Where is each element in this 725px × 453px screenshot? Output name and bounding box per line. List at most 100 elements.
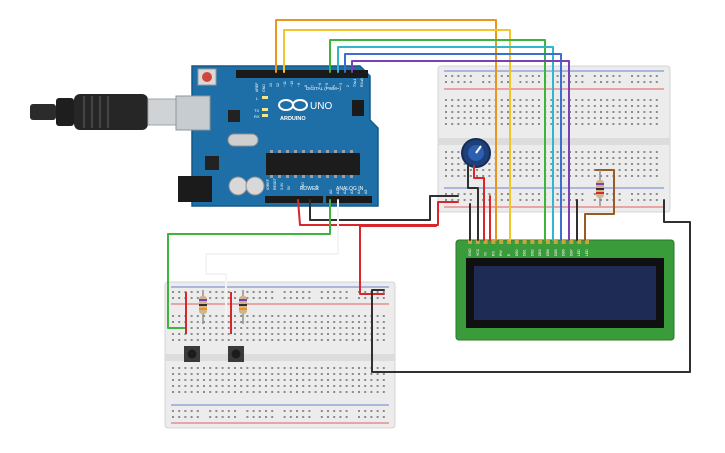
- breadboard-hole[interactable]: [289, 391, 292, 393]
- breadboard-hole[interactable]: [562, 157, 565, 159]
- breadboard-hole[interactable]: [227, 321, 230, 323]
- breadboard-hole[interactable]: [327, 416, 329, 418]
- breadboard-hole[interactable]: [643, 99, 646, 101]
- breadboard-hole[interactable]: [209, 339, 212, 341]
- breadboard-hole[interactable]: [265, 391, 267, 393]
- lcd-pin[interactable]: [468, 240, 472, 244]
- breadboard-hole[interactable]: [507, 75, 509, 77]
- breadboard-hole[interactable]: [320, 385, 323, 387]
- breadboard-hole[interactable]: [296, 410, 298, 412]
- breadboard-hole[interactable]: [376, 297, 379, 299]
- breadboard-hole[interactable]: [277, 327, 280, 329]
- breadboard-hole[interactable]: [277, 373, 280, 375]
- breadboard-hole[interactable]: [507, 105, 509, 107]
- lcd-pin[interactable]: [546, 240, 550, 244]
- breadboard-hole[interactable]: [283, 416, 286, 418]
- breadboard-hole[interactable]: [289, 367, 292, 369]
- breadboard-hole[interactable]: [655, 199, 658, 201]
- breadboard-hole[interactable]: [345, 367, 348, 369]
- breadboard-hole[interactable]: [488, 81, 491, 83]
- breadboard-hole[interactable]: [445, 81, 447, 83]
- breadboard-hole[interactable]: [240, 385, 243, 387]
- breadboard-hole[interactable]: [587, 111, 590, 113]
- breadboard-hole[interactable]: [333, 297, 336, 299]
- breadboard-hole[interactable]: [240, 391, 243, 393]
- breadboard-hole[interactable]: [296, 297, 298, 299]
- breadboard-hole[interactable]: [606, 175, 609, 177]
- breadboard-hole[interactable]: [556, 199, 559, 201]
- breadboard-hole[interactable]: [525, 175, 528, 177]
- breadboard-hole[interactable]: [184, 379, 187, 381]
- breadboard-hole[interactable]: [308, 410, 311, 412]
- breadboard-hole[interactable]: [600, 111, 602, 113]
- breadboard-hole[interactable]: [320, 379, 323, 381]
- breadboard-hole[interactable]: [575, 157, 578, 159]
- breadboard-hole[interactable]: [581, 199, 584, 201]
- breadboard-hole[interactable]: [271, 367, 274, 369]
- breadboard-hole[interactable]: [525, 169, 528, 171]
- breadboard-hole[interactable]: [333, 333, 336, 335]
- breadboard-hole[interactable]: [172, 315, 174, 317]
- breadboard-hole[interactable]: [457, 111, 460, 113]
- breadboard-hole[interactable]: [550, 117, 553, 119]
- breadboard-hole[interactable]: [463, 193, 466, 195]
- breadboard-hole[interactable]: [581, 75, 584, 77]
- breadboard-hole[interactable]: [345, 291, 348, 293]
- breadboard-hole[interactable]: [631, 117, 633, 119]
- breadboard-hole[interactable]: [587, 105, 590, 107]
- breadboard-hole[interactable]: [649, 193, 652, 195]
- breadboard-hole[interactable]: [215, 327, 218, 329]
- breadboard-hole[interactable]: [190, 367, 193, 369]
- breadboard-hole[interactable]: [308, 373, 311, 375]
- breadboard-hole[interactable]: [500, 75, 503, 77]
- breadboard-hole[interactable]: [240, 373, 243, 375]
- breadboard-hole[interactable]: [234, 327, 236, 329]
- breadboard-hole[interactable]: [612, 81, 615, 83]
- lcd-pin[interactable]: [491, 240, 496, 244]
- breadboard-hole[interactable]: [258, 373, 261, 375]
- breadboard-hole[interactable]: [240, 367, 243, 369]
- breadboard-hole[interactable]: [265, 379, 267, 381]
- breadboard-hole[interactable]: [587, 151, 590, 153]
- breadboard-hole[interactable]: [227, 333, 230, 335]
- breadboard-hole[interactable]: [482, 81, 485, 83]
- breadboard-hole[interactable]: [593, 123, 596, 125]
- breadboard-hole[interactable]: [252, 321, 255, 323]
- breadboard-hole[interactable]: [469, 105, 472, 107]
- breadboard-hole[interactable]: [302, 333, 305, 335]
- breadboard-hole[interactable]: [618, 111, 621, 113]
- breadboard-hole[interactable]: [538, 105, 540, 107]
- breadboard-hole[interactable]: [339, 327, 342, 329]
- breadboard-hole[interactable]: [364, 379, 367, 381]
- breadboard-hole[interactable]: [631, 169, 633, 171]
- breadboard-hole[interactable]: [271, 379, 274, 381]
- breadboard-hole[interactable]: [606, 105, 609, 107]
- breadboard-hole[interactable]: [283, 339, 286, 341]
- breadboard-hole[interactable]: [606, 99, 609, 101]
- breadboard-hole[interactable]: [507, 157, 509, 159]
- breadboard-hole[interactable]: [327, 333, 329, 335]
- breadboard-hole[interactable]: [196, 327, 199, 329]
- breadboard-hole[interactable]: [320, 339, 323, 341]
- breadboard-hole[interactable]: [172, 416, 174, 418]
- breadboard-hole[interactable]: [575, 193, 578, 195]
- breadboard-hole[interactable]: [637, 157, 640, 159]
- breadboard-hole[interactable]: [364, 315, 367, 317]
- breadboard-hole[interactable]: [364, 339, 367, 341]
- breadboard-hole[interactable]: [234, 410, 236, 412]
- breadboard-hole[interactable]: [631, 123, 633, 125]
- breadboard-hole[interactable]: [593, 99, 596, 101]
- breadboard-hole[interactable]: [463, 163, 466, 165]
- breadboard-hole[interactable]: [451, 193, 454, 195]
- breadboard-hole[interactable]: [631, 175, 633, 177]
- breadboard-hole[interactable]: [606, 123, 609, 125]
- breadboard-hole[interactable]: [196, 373, 199, 375]
- breadboard-hole[interactable]: [370, 379, 373, 381]
- breadboard-hole[interactable]: [364, 385, 367, 387]
- breadboard-hole[interactable]: [196, 410, 199, 412]
- breadboard-hole[interactable]: [265, 333, 267, 335]
- breadboard-hole[interactable]: [538, 111, 540, 113]
- breadboard-hole[interactable]: [246, 315, 249, 317]
- breadboard-hole[interactable]: [606, 163, 609, 165]
- breadboard-hole[interactable]: [302, 327, 305, 329]
